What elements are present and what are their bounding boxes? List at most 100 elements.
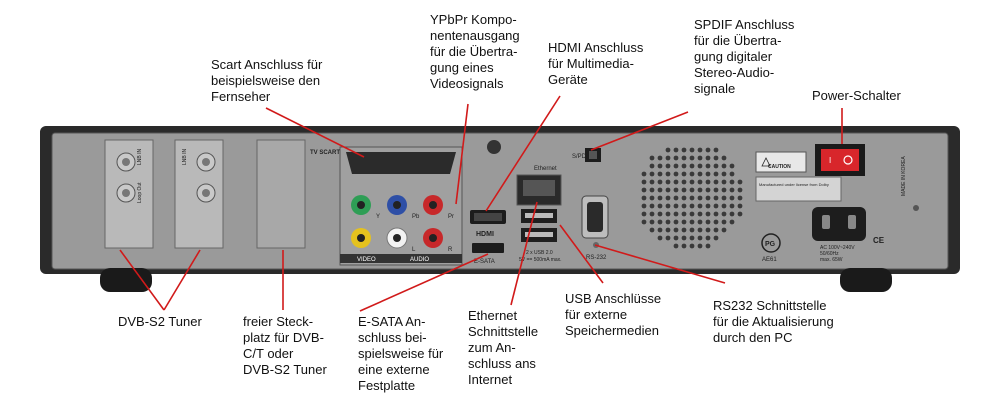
fan-hole (681, 243, 687, 249)
pb-text: Pb (412, 214, 420, 220)
fan-hole (697, 163, 703, 169)
fan-hole (673, 211, 679, 217)
fan-hole (673, 187, 679, 193)
fan-hole (705, 155, 711, 161)
fan-hole (721, 155, 727, 161)
ac-socket (812, 207, 866, 241)
fan-hole (681, 195, 687, 201)
fan-hole (681, 147, 687, 153)
fan-hole (721, 227, 727, 233)
fan-hole (689, 203, 695, 209)
fan-hole (681, 203, 687, 209)
fan-hole (697, 219, 703, 225)
power-label: Power-Schalter (812, 88, 901, 103)
fan-hole (689, 163, 695, 169)
fan-hole (657, 203, 663, 209)
fan-hole (713, 155, 719, 161)
fan-hole (665, 211, 671, 217)
fan-hole (737, 211, 743, 217)
fan-hole (657, 179, 663, 185)
fan-hole (649, 227, 655, 233)
fan-hole (713, 171, 719, 177)
foot-right (840, 268, 892, 292)
line-scart (265, 107, 365, 158)
rs232-text: RS-232 (586, 255, 607, 261)
fan-hole (713, 187, 719, 193)
fan-hole (657, 155, 663, 161)
fan-hole (649, 155, 655, 161)
dolby-label (755, 176, 842, 202)
line-tuner-1 (119, 249, 165, 311)
fan-hole (689, 235, 695, 241)
fan-hole (729, 163, 735, 169)
line-esata (359, 253, 489, 312)
line-spdif (590, 111, 689, 151)
fan-hole (713, 203, 719, 209)
lnb-in-text-1: LNB IN (137, 148, 143, 165)
fan-hole (713, 163, 719, 169)
spdif-text: S/PDIF (572, 154, 592, 160)
fan-hole (689, 171, 695, 177)
fan-hole (729, 219, 735, 225)
ac-text-3: max. 65W (820, 257, 843, 263)
usb-label: USB Anschlüsse für externe Speichermedie… (565, 291, 662, 338)
fan-hole (649, 203, 655, 209)
caution-label (755, 151, 807, 173)
fan-hole (673, 235, 679, 241)
ae61-text: AE61 (762, 257, 777, 263)
line-ethernet (510, 201, 538, 306)
pg-text: PG (765, 241, 776, 248)
fan-hole (673, 227, 679, 233)
fan-hole (689, 179, 695, 185)
fan-hole (657, 171, 663, 177)
lnb-in-text-2: LNB IN (182, 148, 188, 165)
fan-hole (697, 155, 703, 161)
fan-hole (705, 179, 711, 185)
esata-port (472, 243, 504, 253)
hdmi-text: HDMI (476, 231, 494, 238)
scart-connector (346, 152, 456, 174)
fan-hole (721, 203, 727, 209)
fan-hole (697, 179, 703, 185)
ac-text-1: AC 100V~240V (820, 245, 855, 251)
fan-hole (665, 219, 671, 225)
spdif-label: SPDIF Anschluss für die Übertra- gung di… (694, 17, 795, 96)
fan-hole (721, 219, 727, 225)
free-slot-label: freier Steck- platz für DVB- C/T oder DV… (243, 314, 327, 377)
fan-hole (705, 211, 711, 217)
fan-hole (681, 219, 687, 225)
rs232-label: RS232 Schnittstelle für die Aktualisieru… (713, 298, 834, 345)
fan-hole (737, 179, 743, 185)
fan-hole (657, 211, 663, 217)
fan-hole (673, 171, 679, 177)
fan-hole (673, 179, 679, 185)
hdmi-label: HDMI Anschluss für Multimedia- Geräte (548, 40, 644, 87)
fan-hole (681, 155, 687, 161)
fan-hole (697, 147, 703, 153)
fan-hole (705, 227, 711, 233)
fan-hole (697, 203, 703, 209)
fan-hole (657, 187, 663, 193)
made-in-text: MADE IN KOREA (901, 156, 907, 196)
free-tuner-slot (256, 139, 306, 249)
fan-hole (649, 179, 655, 185)
pr-text: Pr (448, 214, 454, 220)
fan-hole (705, 243, 711, 249)
fan-hole (641, 219, 647, 225)
fan-hole (657, 195, 663, 201)
line-hdmi (485, 95, 561, 212)
fan-hole (721, 195, 727, 201)
fan-hole (689, 155, 695, 161)
fan-hole (649, 187, 655, 193)
video-text: VIDEO (357, 257, 376, 263)
fan-hole (713, 235, 719, 241)
fan-hole (713, 179, 719, 185)
screw (487, 140, 501, 154)
fan-hole (673, 195, 679, 201)
fan-hole (697, 243, 703, 249)
loop-out-text-1: Loop Out (137, 182, 143, 203)
fan-hole (681, 187, 687, 193)
line-usb (559, 224, 604, 284)
fan-hole (657, 163, 663, 169)
fan-hole (689, 187, 695, 193)
